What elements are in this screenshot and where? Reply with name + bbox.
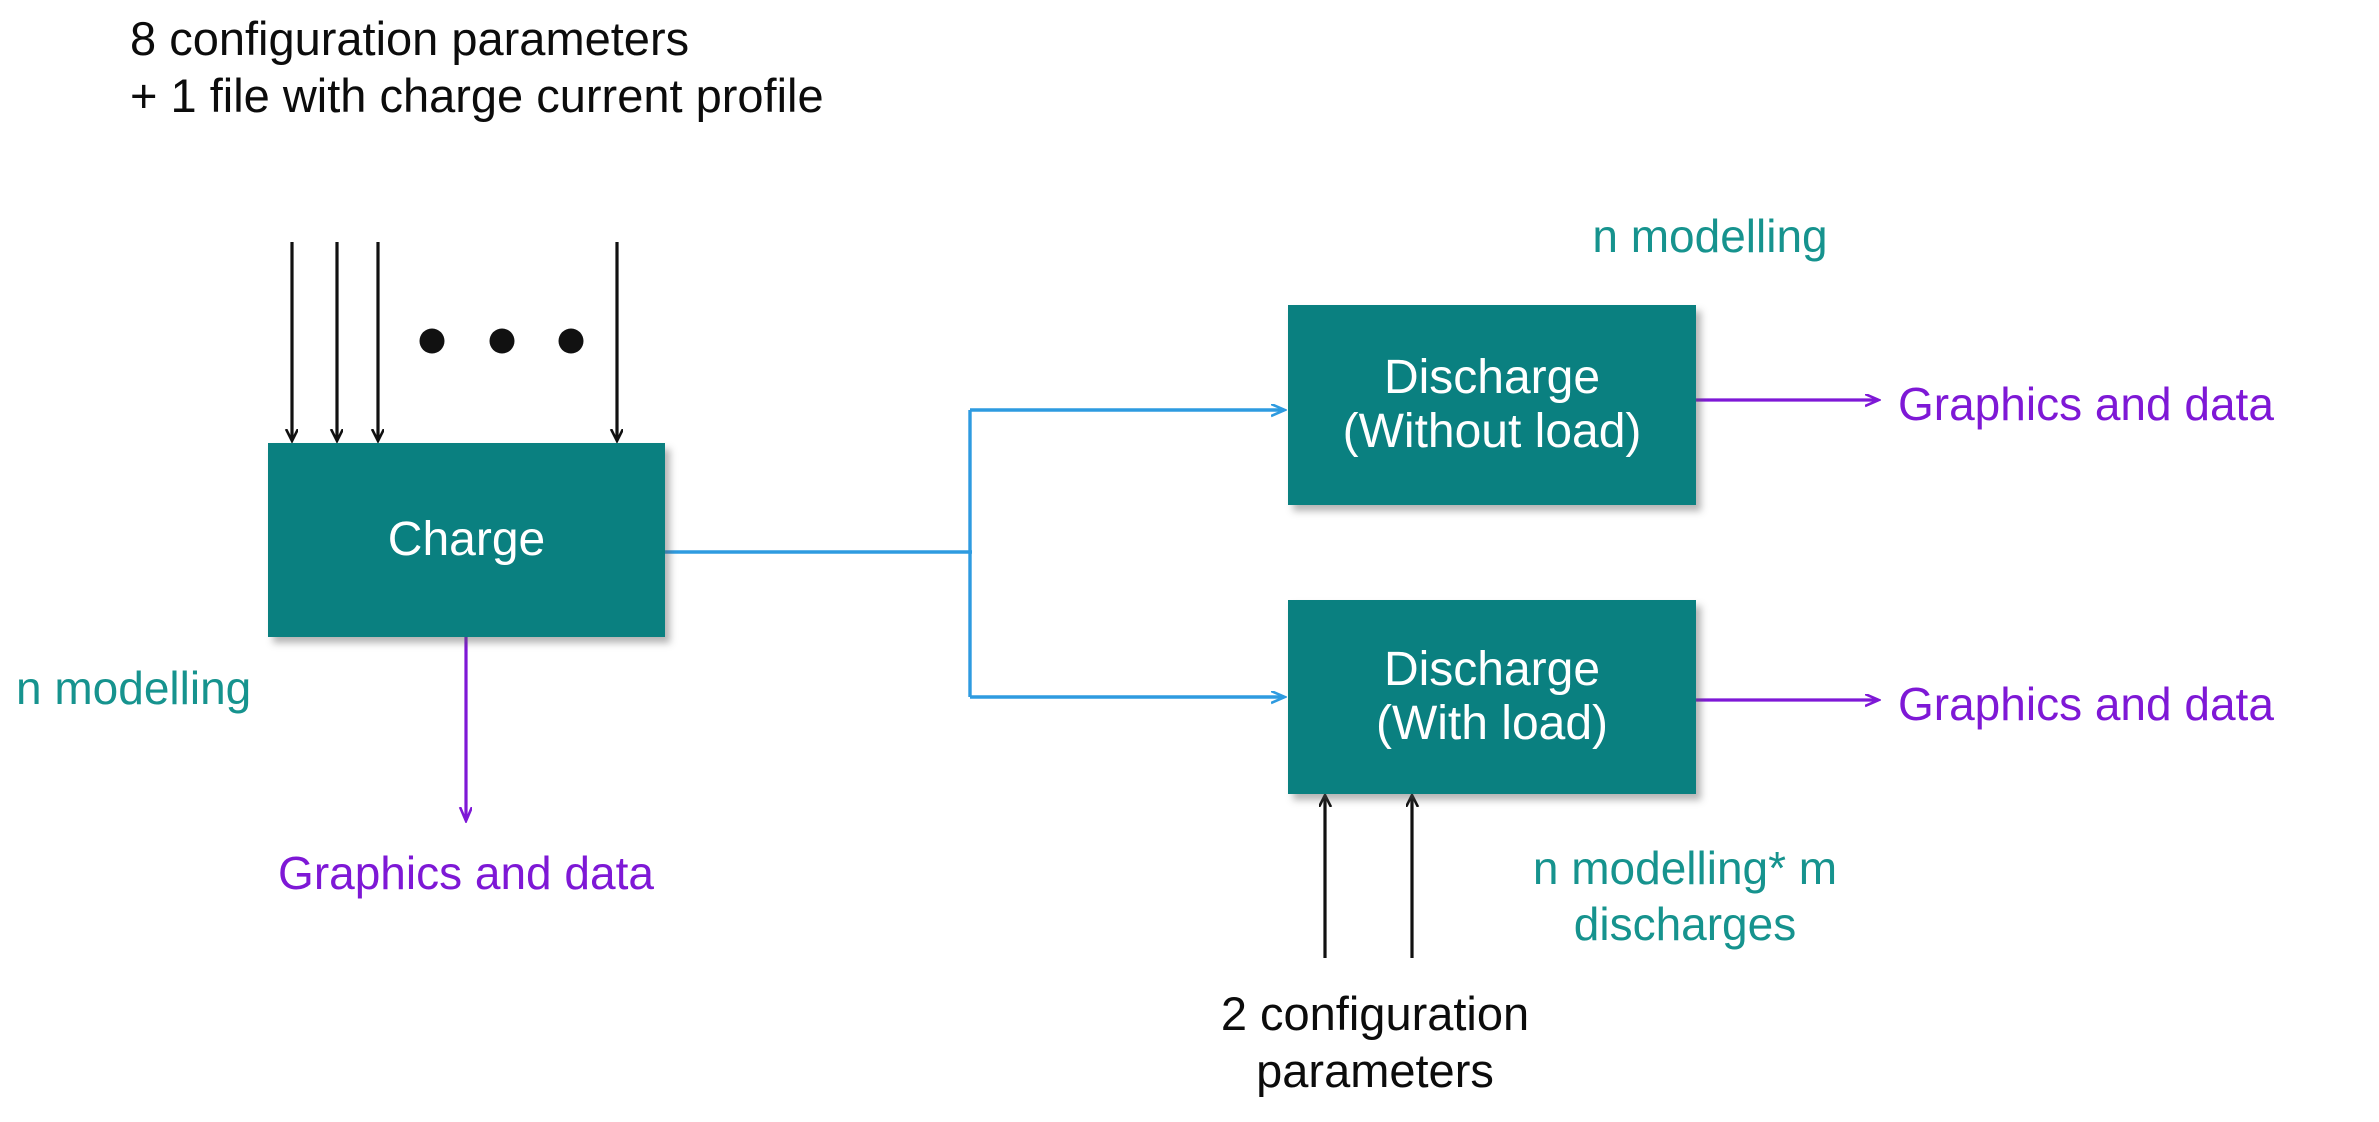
n-modelling-left-label: n modelling bbox=[16, 662, 252, 714]
n-modelling-times-m-discharges-label: n modelling* m discharges bbox=[1532, 842, 1838, 951]
node-discharge-without-load-label: Discharge (Without load) bbox=[1342, 351, 1642, 458]
inputs-bottom-label: 2 configuration parameters bbox=[1220, 987, 1530, 1098]
inputs-top-label: 8 configuration parameters + 1 file with… bbox=[130, 12, 824, 123]
node-discharge-with-load-label: Discharge (With load) bbox=[1375, 643, 1609, 750]
node-discharge-without-load[interactable]: Discharge (Without load) bbox=[1288, 305, 1696, 505]
node-charge-label: Charge bbox=[387, 513, 546, 567]
node-charge[interactable]: Charge bbox=[268, 443, 665, 637]
charge-branch-connector bbox=[665, 410, 1284, 697]
ellipsis-dots bbox=[419, 328, 584, 354]
node-discharge-with-load[interactable]: Discharge (With load) bbox=[1288, 600, 1696, 794]
graphics-and-data-discharge-with-load-label: Graphics and data bbox=[1898, 678, 2274, 730]
graphics-and-data-discharge-without-load-label: Graphics and data bbox=[1898, 378, 2274, 430]
n-modelling-top-label: n modelling bbox=[1592, 210, 1828, 262]
graphics-and-data-charge-label: Graphics and data bbox=[278, 847, 654, 899]
